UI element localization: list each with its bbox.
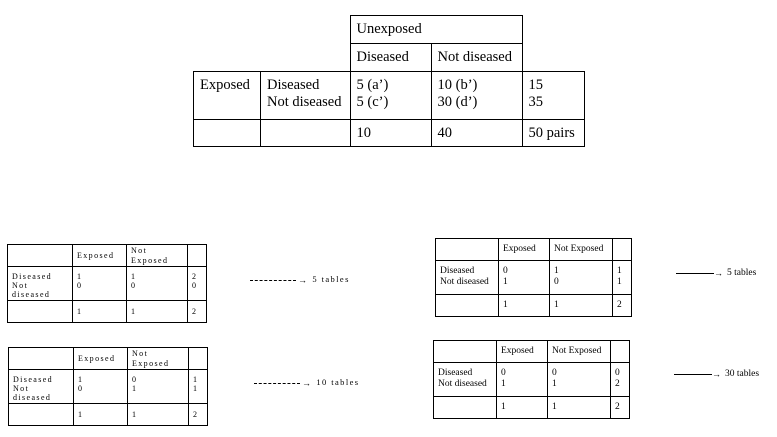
cell-d: 30 (d’) — [437, 93, 478, 110]
row-label-not-diseased: Not diseased — [12, 281, 51, 300]
row-total-2: 35 — [528, 93, 544, 110]
cell-value: 1 — [552, 378, 557, 389]
arrowhead-icon: → — [712, 369, 721, 379]
row-label-not-diseased: Not diseased — [438, 378, 487, 389]
cell-value: 1 — [132, 384, 138, 394]
row-label-diseased: Diseased — [267, 77, 320, 93]
header-exposed: Exposed — [72, 244, 127, 267]
cell-value: 1 — [554, 266, 559, 276]
cell-b: 10 (b’) — [437, 77, 478, 93]
row-total: 1 — [617, 276, 622, 287]
row-total: 1 — [617, 266, 622, 276]
dashed-arrow-icon — [250, 279, 296, 281]
row-totals: 15 35 — [521, 71, 585, 120]
arrow-line-icon — [676, 272, 714, 274]
row-total: 1 — [193, 384, 199, 394]
grand-total: 2 — [188, 403, 208, 426]
cell-value: 1 — [77, 272, 83, 281]
col-total: 1 — [549, 294, 613, 317]
cell-value: 1 — [501, 378, 506, 389]
cell-value: 0 — [78, 384, 84, 394]
cell-value: 0 — [554, 276, 559, 287]
col-total: 1 — [547, 396, 611, 419]
header-exposed: Exposed — [498, 238, 550, 261]
row-label-diseased: Diseased — [13, 375, 54, 384]
row-total-1: 15 — [528, 77, 544, 93]
note-10-tables: →10 tables — [254, 377, 359, 388]
row-group-exposed: Exposed — [193, 71, 261, 120]
row-label-diseased: Diseased — [440, 266, 475, 276]
header-exposed: Exposed — [496, 340, 548, 363]
arrow-line-icon — [674, 373, 712, 375]
dashed-arrow-icon — [254, 382, 300, 384]
header-not-exposed: Not Exposed — [547, 340, 611, 363]
cell-value: 0 — [132, 375, 138, 384]
note-30-tables: →30 tables — [674, 369, 759, 379]
row-total: 0 — [615, 368, 620, 378]
col-total: 1 — [127, 403, 189, 426]
header-not-exposed: Not Exposed — [549, 238, 613, 261]
row-total: 2 — [615, 378, 620, 389]
row-total: 1 — [193, 375, 199, 384]
col-not-diseased-cells: 10 (b’) 30 (d’) — [430, 71, 523, 120]
header-exposed: Exposed — [73, 347, 128, 370]
row-label-not-diseased: Not diseased — [267, 93, 342, 110]
arrowhead-icon: → — [302, 378, 313, 389]
header-not-diseased: Not diseased — [430, 43, 523, 72]
col-total-2: 40 — [430, 119, 523, 147]
col-total: 1 — [73, 403, 128, 426]
cell-a: 5 (a’) — [356, 77, 389, 93]
row-labels: Diseased Not diseased — [260, 71, 351, 120]
col-total: 1 — [72, 300, 127, 323]
cell-value: 0 — [501, 368, 506, 378]
grand-total: 2 — [610, 396, 630, 419]
row-label-not-diseased: Not diseased — [440, 276, 489, 287]
cell-value: 0 — [131, 281, 137, 291]
col-total: 1 — [496, 396, 548, 419]
row-total: 0 — [192, 281, 198, 291]
grand-total: 2 — [187, 300, 207, 323]
cell-c: 5 (c’) — [356, 93, 389, 110]
arrowhead-icon: → — [298, 275, 309, 286]
row-label-not-diseased: Not diseased — [13, 384, 52, 403]
grand-total: 50 pairs — [521, 119, 585, 147]
note-5-tables-b: →5 tables — [676, 268, 756, 278]
header-unexposed: Unexposed — [349, 15, 523, 44]
cell-value: 1 — [131, 272, 137, 281]
arrowhead-icon: → — [714, 268, 723, 278]
row-label-diseased: Diseased — [438, 368, 473, 378]
cell-value: 0 — [503, 266, 508, 276]
header-not-exposed: Not Exposed — [127, 347, 189, 370]
col-diseased-cells: 5 (a’) 5 (c’) — [349, 71, 432, 120]
row-label-diseased: Diseased — [12, 272, 53, 281]
main-contingency-table: Unexposed Diseased Not diseased Exposed … — [193, 15, 585, 147]
cell-value: 0 — [77, 281, 83, 291]
cell-value: 1 — [78, 375, 84, 384]
row-total: 2 — [192, 272, 198, 281]
col-total-1: 10 — [349, 119, 432, 147]
cell-value: 1 — [503, 276, 508, 287]
header-not-exposed: Not Exposed — [126, 244, 188, 267]
cell-value: 0 — [552, 368, 557, 378]
col-total: 1 — [498, 294, 550, 317]
grand-total: 2 — [612, 294, 632, 317]
note-5-tables-a: →5 tables — [250, 274, 350, 285]
col-total: 1 — [126, 300, 188, 323]
header-diseased: Diseased — [349, 43, 432, 72]
